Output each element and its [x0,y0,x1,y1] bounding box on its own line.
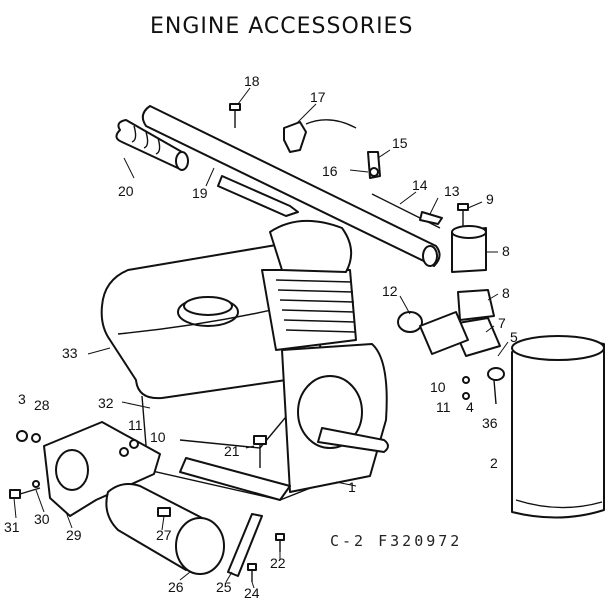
starter-motor-part [105,483,225,575]
fitting-part [367,151,381,179]
cylinder-fins-part [261,269,357,351]
blower-housing-part [269,219,353,273]
callout-21: 21 [224,443,240,459]
clamp-part [397,311,469,355]
crankcase-part [281,343,389,493]
callout-11-right: 11 [436,399,451,415]
bolt-part-21 [253,435,267,468]
screw-part-22 [275,533,285,552]
starter-switch-part [451,225,487,273]
air-cleaner-element-part [511,335,605,519]
callout-29: 29 [66,527,82,543]
callout-16: 16 [322,163,338,179]
callout-4: 4 [466,399,474,415]
callout-28: 28 [34,397,50,413]
washer-part-30 [32,480,40,488]
callout-27: 27 [156,527,172,543]
handle-grip-part [115,119,189,171]
callout-12: 12 [382,283,398,299]
callout-10-right: 10 [430,379,446,395]
diagram-code: C-2 F320972 [330,532,463,550]
bolt-part-31 [9,487,41,499]
callout-8-upper: 8 [502,243,510,259]
callout-3: 3 [18,391,26,407]
nut-part-3 [16,430,28,442]
callout-33: 33 [62,345,78,361]
screw-part-24 [247,563,257,582]
engine-base-part [179,457,291,501]
callout-5: 5 [510,329,518,345]
leader-lines [13,87,509,589]
callout-10-left: 10 [150,429,166,445]
callout-14: 14 [412,177,428,193]
hardware-part-10 [129,439,139,449]
throttle-control-part [283,119,357,153]
tube-bracket-part [217,175,299,217]
callout-18: 18 [244,73,260,89]
callout-11-left: 11 [128,417,143,433]
callout-24: 24 [244,585,260,600]
handle-tube-part [141,105,441,267]
callout-31: 31 [4,519,20,535]
clip-part [419,211,443,225]
callout-8-lower: 8 [502,285,510,301]
callout-1: 1 [348,479,356,495]
callout-22: 22 [270,555,286,571]
screw-part-9 [457,203,469,226]
callout-15: 15 [392,135,408,151]
callout-25: 25 [216,579,232,595]
callout-26: 26 [168,579,184,595]
callout-36: 36 [482,415,498,431]
diagram-title: ENGINE ACCESSORIES [150,14,414,39]
callout-9: 9 [486,191,494,207]
callout-13: 13 [444,183,460,199]
nut-part-28 [31,433,41,443]
wing-nut-part [487,367,505,405]
callout-32: 32 [98,395,114,411]
hardware-part-10b [462,376,470,384]
callout-2: 2 [490,455,498,471]
switch-plate-part [457,289,495,321]
hardware-part-11b [462,392,470,400]
callout-20: 20 [118,183,134,199]
screw-part-18 [229,103,241,128]
callout-7: 7 [498,315,506,331]
callout-17: 17 [310,89,326,105]
starter-strap-part [227,513,263,577]
callout-19: 19 [192,185,208,201]
hardware-part-11 [119,447,129,457]
air-cleaner-bracket-part [451,317,501,357]
callout-30: 30 [34,511,50,527]
callout-labels: 18 17 15 16 14 13 9 8 8 7 12 5 10 11 4 3… [4,73,518,600]
